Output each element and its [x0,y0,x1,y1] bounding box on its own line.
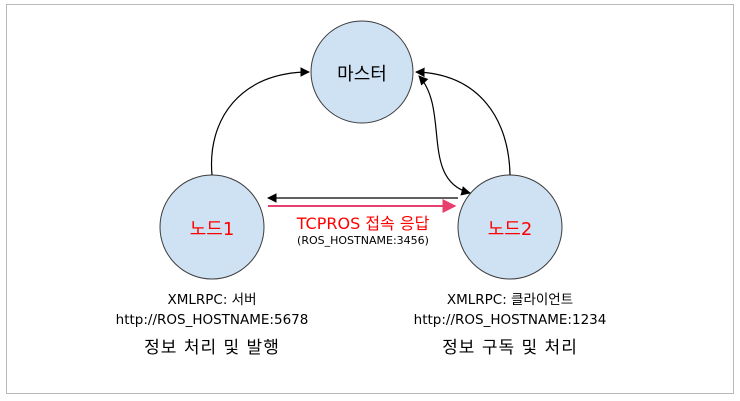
master-label: 마스터 [337,64,387,85]
master-node2-bidirectional-arrow [418,75,471,196]
node1-xmlrpc: XMLRPC: 서버 [167,292,257,308]
node2-to-master-arrow [415,67,511,176]
node2-label: 노드2 [487,219,533,240]
node1-to-master-arrow [210,67,310,176]
node2-role: 정보 구독 및 처리 [442,338,578,358]
tcpros-address: (ROS_HOSTNAME:3456) [297,234,429,247]
tcpros-title: TCPROS 접속 응답 [296,214,430,233]
node1-role: 정보 처리 및 발행 [144,338,280,358]
node2-url: http://ROS_HOSTNAME:1234 [413,312,607,328]
node1-url: http://ROS_HOSTNAME:5678 [115,312,309,328]
node2-xmlrpc: XMLRPC: 클라이언트 [446,292,574,308]
master-node [310,20,414,124]
node1-label: 노드1 [189,219,235,240]
